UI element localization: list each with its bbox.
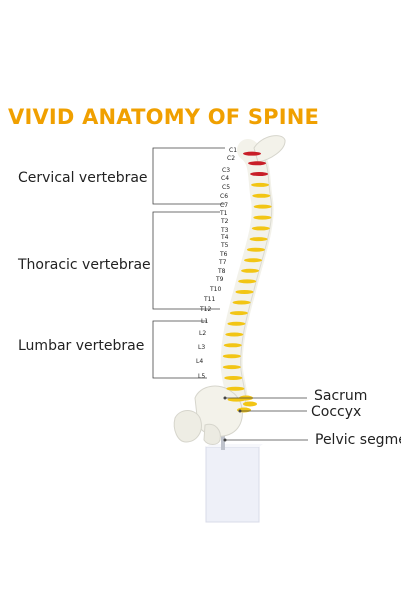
vertebra-label-t10: T10 bbox=[210, 286, 222, 293]
intervertebral-disc bbox=[238, 279, 257, 284]
vertebra-label-t11: T11 bbox=[204, 296, 216, 303]
vertebra-label-c2: C2 bbox=[227, 155, 236, 162]
intervertebral-disc bbox=[253, 204, 272, 209]
intervertebral-disc bbox=[224, 375, 243, 380]
vertebra-label-l4: L4 bbox=[196, 358, 204, 365]
intervertebral-disc bbox=[223, 343, 242, 348]
vertebra-label-t9: T9 bbox=[216, 276, 224, 283]
vertebra-label-t3: T3 bbox=[221, 227, 229, 234]
intervertebral-disc bbox=[222, 354, 241, 359]
intervertebral-disc bbox=[251, 182, 270, 187]
vertebra-label-t2: T2 bbox=[221, 218, 229, 225]
intervertebral-disc bbox=[244, 258, 263, 263]
vertebra-label-c1: C1 bbox=[229, 147, 238, 154]
vertebra-label-l2: L2 bbox=[199, 330, 207, 337]
intervertebral-disc bbox=[232, 300, 251, 305]
pelvic-point bbox=[223, 438, 227, 442]
cervical-bracket bbox=[152, 147, 225, 205]
pelvic-segment-label: Pelvic segment bbox=[315, 432, 401, 448]
vertebra-label-c4: C4 bbox=[221, 175, 230, 182]
pelvis-model bbox=[173, 385, 243, 445]
intervertebral-disc bbox=[251, 226, 270, 231]
lumbar-label: Lumbar vertebrae bbox=[18, 338, 145, 354]
cervical-label: Cervical vertebrae bbox=[18, 170, 148, 186]
vertebra-label-t8: T8 bbox=[218, 268, 226, 275]
intervertebral-disc bbox=[241, 268, 260, 273]
vertebra-label-t1: T1 bbox=[220, 210, 228, 217]
sacrum-point bbox=[223, 396, 227, 400]
intervertebral-disc bbox=[222, 365, 241, 370]
lumbar-bracket bbox=[152, 320, 207, 379]
vertebra-label-t7: T7 bbox=[219, 259, 227, 266]
thoracic-label: Thoracic vertebrae bbox=[18, 257, 151, 273]
sacrum-label: Sacrum bbox=[314, 388, 368, 404]
sacral-disc bbox=[243, 401, 257, 407]
disc-layer bbox=[222, 151, 272, 413]
vertebra-label-c7: C7 bbox=[220, 202, 229, 209]
vertebra-label-l3: L3 bbox=[198, 344, 206, 351]
intervertebral-disc bbox=[249, 237, 268, 242]
intervertebral-disc bbox=[253, 215, 272, 220]
intervertebral-disc bbox=[252, 193, 271, 198]
intervertebral-disc bbox=[226, 386, 245, 391]
vertebra-label-t4: T4 bbox=[221, 234, 229, 241]
intervertebral-disc bbox=[235, 289, 254, 294]
intervertebral-disc bbox=[246, 247, 265, 252]
intervertebral-disc bbox=[225, 332, 244, 337]
vertebra-label-c5: C5 bbox=[222, 184, 231, 191]
intervertebral-disc bbox=[248, 161, 267, 166]
intervertebral-disc bbox=[250, 172, 269, 177]
display-base bbox=[205, 444, 263, 523]
thoracic-bracket bbox=[152, 211, 220, 310]
page-title: VIVID ANATOMY OF SPINE bbox=[8, 105, 320, 129]
vertebra-label-t6: T6 bbox=[220, 251, 228, 258]
coccyx-label: Coccyx bbox=[311, 404, 362, 420]
vertebra-label-l5: L5 bbox=[198, 373, 206, 380]
vertebra-label-t12: T12 bbox=[200, 306, 212, 313]
vertebra-label-l1: L1 bbox=[201, 318, 209, 325]
skull-base bbox=[253, 135, 286, 163]
vertebra-label-t5: T5 bbox=[221, 242, 229, 249]
vertebra-label-c3: C3 bbox=[222, 167, 231, 174]
intervertebral-disc bbox=[243, 151, 262, 156]
intervertebral-disc bbox=[229, 311, 248, 316]
vertebra-label-c6: C6 bbox=[220, 193, 229, 200]
coccyx-point bbox=[238, 409, 242, 413]
intervertebral-disc bbox=[227, 321, 246, 326]
